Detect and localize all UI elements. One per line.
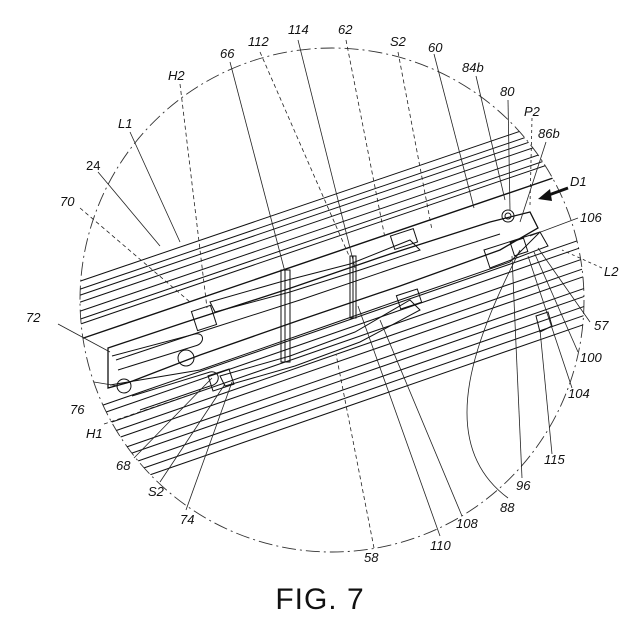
label-68: 68	[116, 458, 131, 473]
upper-arm	[210, 240, 420, 312]
label-112: 112	[248, 34, 269, 49]
plate-slot-upper	[112, 334, 203, 370]
label-115: 115	[544, 452, 565, 467]
label-L2: L2	[604, 264, 619, 279]
label-100: 100	[580, 350, 602, 365]
slide-plate	[108, 212, 540, 388]
figure-caption: FIG. 7	[0, 583, 640, 617]
label-H2: H2	[168, 68, 185, 83]
label-60: 60	[428, 40, 443, 55]
label-S2-bottom: S2	[148, 484, 165, 499]
label-58: 58	[364, 550, 379, 565]
label-76: 76	[70, 402, 85, 417]
label-L1: L1	[118, 116, 132, 131]
label-114: 114	[288, 22, 309, 37]
label-88: 88	[500, 500, 515, 515]
leader-lines	[58, 40, 602, 548]
lower-rail	[60, 226, 620, 506]
label-104: 104	[568, 386, 590, 401]
label-57: 57	[594, 318, 609, 333]
label-80: 80	[500, 84, 515, 99]
label-86b: 86b	[538, 126, 560, 141]
label-74: 74	[180, 512, 194, 527]
label-96: 96	[516, 478, 531, 493]
label-106: 106	[580, 210, 602, 225]
label-108: 108	[456, 516, 478, 531]
label-P2: P2	[524, 104, 541, 119]
label-62: 62	[338, 22, 353, 37]
clip-block-h2	[191, 305, 216, 330]
label-24: 24	[86, 158, 100, 173]
label-H1: H1	[86, 426, 103, 441]
pin-76	[117, 379, 131, 393]
arrow-icon	[538, 188, 568, 201]
label-110: 110	[430, 538, 451, 553]
label-D1: D1	[570, 174, 587, 189]
label-S2-top: S2	[390, 34, 407, 49]
label-66: 66	[220, 46, 235, 61]
label-72: 72	[26, 310, 41, 325]
label-84b: 84b	[462, 60, 484, 75]
label-70: 70	[60, 194, 75, 209]
